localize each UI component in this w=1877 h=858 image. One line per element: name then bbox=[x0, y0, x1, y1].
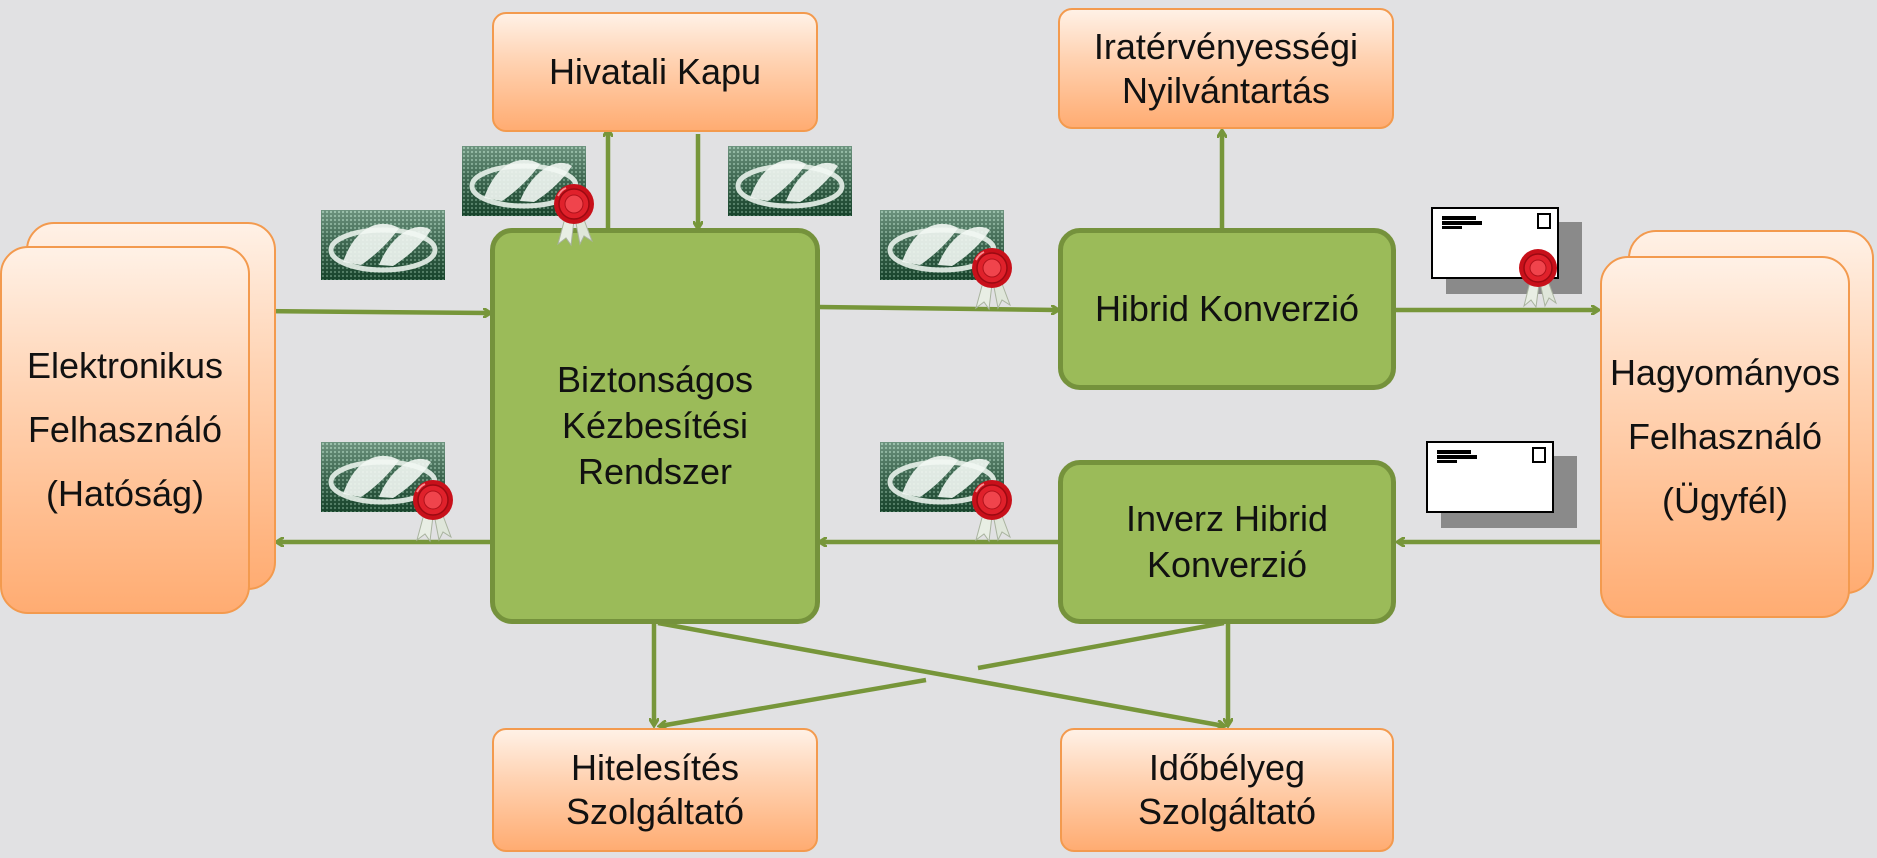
envelope-icon bbox=[1430, 206, 1590, 311]
e-document-icon bbox=[321, 442, 453, 543]
e-document-icon bbox=[880, 210, 1012, 311]
biztonsagos-kezbesitesi-rendszer-node[interactable]: Biztonságos Kézbesítési Rendszer bbox=[490, 228, 820, 624]
arrow-inverz-to-hitelesites-seg1 bbox=[977, 620, 1225, 671]
hibrid-konverzio-label: Hibrid Konverzió bbox=[1094, 288, 1360, 329]
envelope-icon bbox=[1425, 440, 1585, 545]
hibrid-konverzio-node[interactable]: Hibrid Konverzió bbox=[1058, 228, 1396, 390]
hivatali-kapu-node[interactable]: Hivatali Kapu bbox=[492, 12, 818, 132]
e-document-icon bbox=[728, 146, 852, 218]
hagyomanyos-felhasznalo-node[interactable]: Hagyományos Felhasználó (Ügyfél) bbox=[1600, 256, 1850, 618]
arrow-bkr-to-hibrid bbox=[817, 304, 1058, 310]
arrow-bkr-to-idobelyeg-line bbox=[657, 620, 1224, 726]
hivatali-kapu-label: Hivatali Kapu bbox=[548, 51, 762, 92]
biztonsagos-kezbesitesi-rendszer-label: Biztonságos Kézbesítési Rendszer bbox=[556, 359, 754, 492]
e-document-icon bbox=[880, 442, 1012, 543]
inverz-hibrid-konverzio-label: Inverz Hibrid Konverzió bbox=[1125, 498, 1329, 585]
elektronikus-felhasznalo-label: Elektronikus Felhasználó (Hatóság) bbox=[26, 345, 224, 514]
idobelyeg-szolgaltato-node[interactable]: Időbélyeg Szolgáltató bbox=[1060, 728, 1394, 852]
idobelyeg-szolgaltato-label: Időbélyeg Szolgáltató bbox=[1137, 747, 1317, 832]
iratervenyessegi-nyilvantartas-label: Iratérvényességi Nyilvántartás bbox=[1093, 25, 1359, 111]
inverz-hibrid-konverzio-node[interactable]: Inverz Hibrid Konverzió bbox=[1058, 460, 1396, 624]
elektronikus-felhasznalo-node[interactable]: Elektronikus Felhasználó (Hatóság) bbox=[0, 246, 250, 614]
hagyomanyos-felhasznalo-label: Hagyományos Felhasználó (Ügyfél) bbox=[1609, 352, 1841, 521]
e-document-icon bbox=[462, 146, 594, 247]
e-document-icon bbox=[321, 210, 445, 282]
arrow-inverz-to-hitelesites-seg2 bbox=[660, 677, 927, 726]
hitelesites-szolgaltato-node[interactable]: Hitelesítés Szolgáltató bbox=[492, 728, 818, 852]
iratervenyessegi-nyilvantartas-node[interactable]: Iratérvényességi Nyilvántartás bbox=[1058, 8, 1394, 129]
arrow-elektronikus-to-bkr bbox=[247, 311, 490, 313]
hitelesites-szolgaltato-label: Hitelesítés Szolgáltató bbox=[565, 747, 745, 832]
